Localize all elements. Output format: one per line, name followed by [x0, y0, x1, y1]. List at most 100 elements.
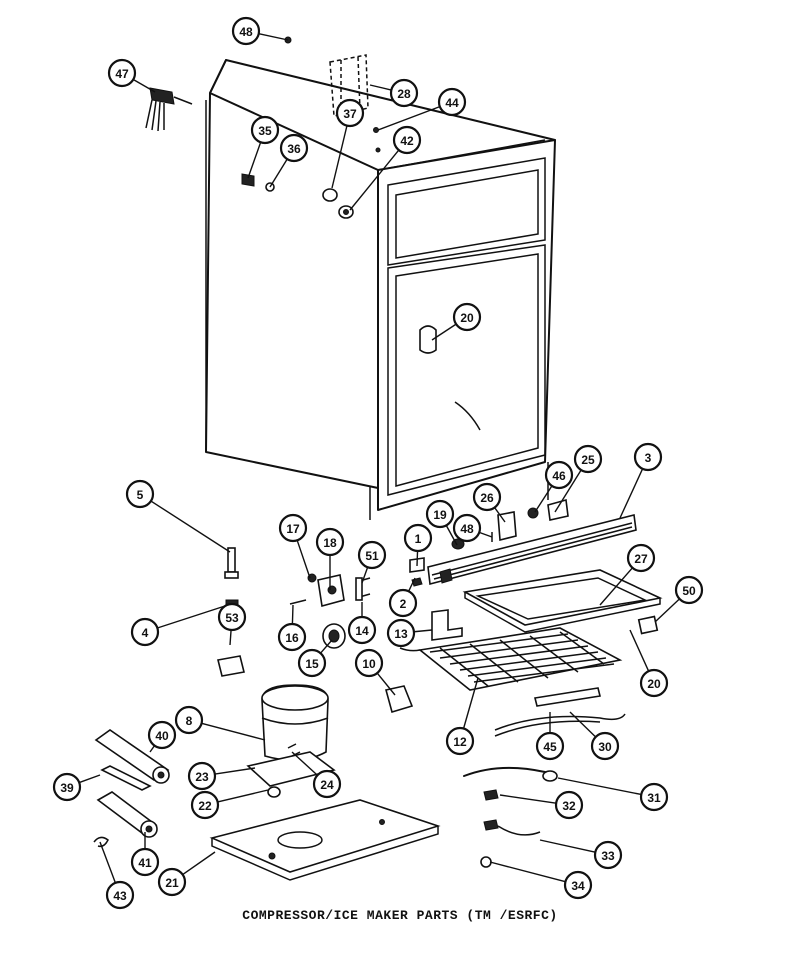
leader-line-2 [407, 577, 416, 592]
callout-36: 36 [279, 133, 309, 163]
leader-line-16 [291, 604, 294, 625]
callout-43: 43 [105, 880, 135, 910]
condenser-12 [399, 627, 623, 691]
callout-number: 12 [453, 735, 467, 749]
callout-bubble [388, 588, 418, 618]
rod-5-cap-4 [224, 547, 239, 610]
leader-line-8 [201, 722, 266, 741]
callout-51: 51 [357, 540, 387, 570]
leader-line-47 [132, 78, 156, 93]
callout-bubble [389, 78, 419, 108]
callout-15: 15 [297, 648, 327, 678]
callout-bubble [386, 618, 416, 648]
leader-line-17 [296, 540, 311, 579]
callout-bubble [105, 880, 135, 910]
leader-line-27 [599, 567, 633, 606]
callout-number: 26 [480, 491, 494, 505]
callout-number: 17 [286, 522, 300, 536]
callout-number: 43 [113, 889, 127, 903]
leader-line-44 [377, 105, 441, 131]
small-fasteners [241, 36, 437, 354]
callout-number: 28 [397, 87, 411, 101]
tubes-insulation [93, 729, 170, 848]
callout-bubble [445, 726, 475, 756]
leader-line-40 [149, 745, 156, 753]
callout-bubble [297, 648, 327, 678]
callout-37: 37 [335, 98, 365, 128]
callout-number: 47 [115, 67, 129, 81]
callout-bubble [403, 523, 433, 553]
callout-41: 41 [130, 847, 160, 877]
leader-line-37 [331, 125, 348, 189]
leader-line-12 [462, 677, 479, 729]
callout-number: 25 [581, 453, 595, 467]
callout-bubble [472, 482, 502, 512]
callout-bubble [633, 442, 663, 472]
callout-bubble [554, 790, 584, 820]
callout-bubble [573, 444, 603, 474]
base-plate-21 [209, 799, 441, 881]
callout-number: 4 [142, 626, 149, 640]
callout-5: 5 [125, 479, 155, 509]
callout-10: 10 [354, 648, 384, 678]
leader-line-53 [229, 629, 232, 646]
callout-bubble [157, 867, 187, 897]
callout-number: 35 [258, 124, 272, 138]
callout-number: 20 [647, 677, 661, 691]
callout-bubble [147, 720, 177, 750]
callout-26: 26 [472, 482, 502, 512]
callout-47: 47 [107, 58, 137, 88]
diagram-caption: COMPRESSOR/ICE MAKER PARTS (TM /ESRFC) [242, 908, 558, 923]
callout-number: 27 [634, 552, 648, 566]
callout-number: 18 [323, 536, 337, 550]
callout-bubble [231, 16, 261, 46]
leader-line-21 [182, 851, 216, 876]
callout-number: 20 [460, 311, 474, 325]
leader-line-32 [499, 794, 557, 804]
callout-34: 34 [563, 870, 593, 900]
callout-bubble [335, 98, 365, 128]
callout-8: 8 [174, 705, 204, 735]
block-53 [217, 655, 245, 677]
callout-17: 17 [278, 513, 308, 543]
leader-line-5 [150, 500, 231, 553]
leader-line-48b [478, 531, 493, 538]
callout-bubble [590, 731, 620, 761]
callout-16: 16 [277, 622, 307, 652]
leader-line-35 [247, 142, 262, 179]
leader-line-43 [99, 841, 117, 884]
callout-14: 14 [347, 615, 377, 645]
callout-bubble [217, 602, 247, 632]
callout-20b: 20 [639, 668, 669, 698]
leader-line-20a [431, 323, 457, 341]
callout-number: 8 [186, 714, 193, 728]
callout-number: 14 [355, 624, 369, 638]
callout-number: 44 [445, 96, 459, 110]
leader-line-23 [214, 767, 256, 775]
leader-line-42 [349, 149, 400, 211]
callout-bubble [392, 125, 422, 155]
callout-42: 42 [392, 125, 422, 155]
callout-40: 40 [147, 720, 177, 750]
callout-bubble [452, 513, 482, 543]
callout-number: 3 [645, 451, 652, 465]
callout-number: 36 [287, 142, 301, 156]
callout-number: 22 [198, 799, 212, 813]
callout-48b: 48 [452, 513, 482, 543]
callout-bubble [312, 769, 342, 799]
leader-line-30 [569, 711, 597, 738]
callout-50: 50 [674, 575, 704, 605]
callout-number: 1 [415, 532, 422, 546]
callout-bubble [639, 782, 669, 812]
callout-number: 5 [137, 488, 144, 502]
grille-3 [427, 514, 637, 586]
pad-50 [637, 615, 659, 635]
leader-line-26 [494, 507, 506, 523]
callout-bubble [593, 840, 623, 870]
callout-number: 32 [562, 799, 576, 813]
leader-line-3 [619, 468, 644, 519]
leader-line-39 [78, 774, 101, 784]
callout-4: 4 [130, 617, 160, 647]
callout-bubble [535, 731, 565, 761]
